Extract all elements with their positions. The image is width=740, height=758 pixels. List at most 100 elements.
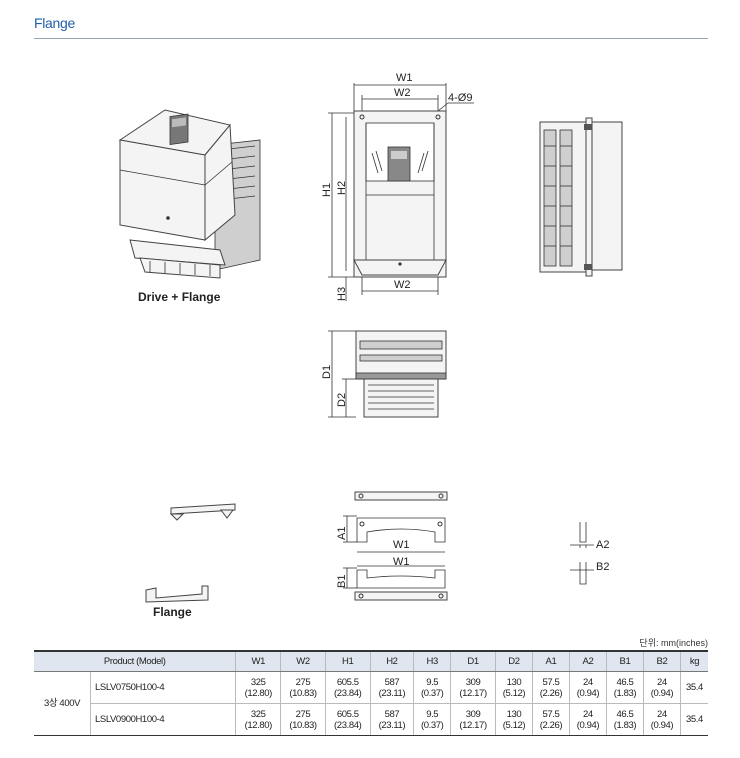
table-cell-value: 35.4	[686, 682, 703, 693]
table-cell-inches: (23.84)	[334, 687, 362, 699]
dim-a1-label: A1	[336, 527, 348, 540]
dim-d1-label: D1	[321, 365, 333, 379]
table-cell-value: 46.5	[616, 708, 634, 720]
table-header-cell: H1	[324, 650, 371, 672]
table-cell-inches: (0.94)	[576, 687, 600, 699]
table-cell-inches: (0.94)	[650, 719, 674, 731]
table-cell-value: 24	[583, 708, 593, 720]
table-cell: 57.5(2.26)	[531, 703, 570, 736]
table-header-cell: H2	[369, 650, 414, 672]
table-header-cell: W2	[280, 650, 326, 672]
dim-h1-label: H1	[321, 183, 333, 197]
table-group-cell: 3상 400V	[34, 671, 91, 736]
table-cell-value: 587	[384, 708, 400, 720]
table-model-cell: LSLV0900H100-4	[89, 703, 236, 736]
dim-h3-label: H3	[336, 287, 348, 301]
table-cell-inches: (5.12)	[502, 687, 526, 699]
table-cell-value: 24	[583, 676, 593, 688]
table-cell: 24(0.94)	[642, 671, 681, 704]
drive-flange-illustration	[118, 109, 261, 279]
table-cell-value: 35.4	[686, 714, 703, 725]
table-cell: 605.5(23.84)	[324, 703, 371, 736]
table-cell: 35.4	[679, 671, 708, 704]
table-cell: 24(0.94)	[642, 703, 681, 736]
table-cell-value: 325	[250, 708, 266, 720]
dim-d2-label: D2	[336, 393, 348, 407]
table-cell: 587(23.11)	[369, 671, 414, 704]
flange-caption: Flange	[153, 605, 192, 619]
table-cell-value: 309	[465, 676, 481, 688]
table-cell-value: 9.5	[426, 708, 439, 720]
table-cell-inches: (10.83)	[289, 719, 317, 731]
table-cell-inches: (0.94)	[650, 687, 674, 699]
table-header-cell: kg	[679, 650, 708, 672]
dim-h2-label: H2	[336, 181, 348, 195]
title-divider	[34, 38, 708, 39]
table-header-cell: D2	[494, 650, 533, 672]
table-cell-value: 130	[506, 708, 522, 720]
flange-part-top-illustration	[169, 503, 236, 521]
table-header-cell: A2	[568, 650, 607, 672]
table-cell: 57.5(2.26)	[531, 671, 570, 704]
table-cell-inches: (23.11)	[378, 719, 406, 731]
dim-w1-flange-b-label: W1	[393, 556, 410, 568]
table-cell-value: 24	[657, 708, 667, 720]
table-cell: 130(5.12)	[494, 703, 533, 736]
table-cell-inches: (5.12)	[502, 719, 526, 731]
table-cell-value: 587	[384, 676, 400, 688]
table-header-cell: A1	[531, 650, 570, 672]
table-cell-value: 130	[506, 676, 522, 688]
table-cell: 325(12.80)	[235, 703, 281, 736]
flange-part-bottom-illustration	[145, 585, 209, 603]
table-cell: 9.5(0.37)	[413, 703, 451, 736]
table-cell-value: 309	[465, 708, 481, 720]
table-cell-inches: (23.84)	[334, 719, 362, 731]
drive-flange-caption: Drive + Flange	[138, 290, 221, 304]
front-view-drawing: W1 W2 4-Ø9 H1 H2 H3 W2	[321, 72, 474, 301]
dim-holes-label: 4-Ø9	[448, 92, 472, 104]
table-cell-value: 9.5	[426, 676, 439, 688]
table-header-row: Product (Model) W1 W2 H1 H2 H3 D1 D2 A1 …	[34, 650, 708, 672]
table-cell: 605.5(23.84)	[324, 671, 371, 704]
table-cell: 9.5(0.37)	[413, 671, 451, 704]
table-header-cell: H3	[413, 650, 451, 672]
dim-w2-label: W2	[394, 87, 411, 99]
table-cell-value: 605.5	[336, 708, 359, 720]
table-cell-value: 275	[295, 708, 311, 720]
table-cell-value: 24	[657, 676, 667, 688]
dim-b2-label: B2	[596, 561, 609, 573]
table-cell: 275(10.83)	[280, 671, 326, 704]
top-view-drawing: D1 D2	[321, 330, 447, 418]
table-header-cell: B2	[642, 650, 681, 672]
table-cell: 130(5.12)	[494, 671, 533, 704]
dim-w1-flange-a-label: W1	[393, 539, 410, 551]
table-cell-inches: (12.17)	[459, 719, 487, 731]
table-cell: 309(12.17)	[450, 703, 496, 736]
table-cell-inches: (2.26)	[539, 687, 563, 699]
table-header-cell: B1	[605, 650, 644, 672]
table-cell: 24(0.94)	[568, 671, 607, 704]
table-cell-inches: (10.83)	[289, 687, 317, 699]
dim-a2-label: A2	[596, 539, 609, 551]
table-cell: 35.4	[679, 703, 708, 736]
table-cell-value: 325	[250, 676, 266, 688]
table-cell-inches: (0.37)	[420, 687, 444, 699]
table-cell-inches: (23.11)	[378, 687, 406, 699]
spec-table: Product (Model) W1 W2 H1 H2 H3 D1 D2 A1 …	[34, 650, 708, 736]
table-cell: 587(23.11)	[369, 703, 414, 736]
flange-section-drawing: A2 B2	[570, 522, 609, 585]
table-cell-value: 57.5	[542, 708, 560, 720]
table-cell-inches: (1.83)	[613, 687, 637, 699]
table-cell-value: 46.5	[616, 676, 634, 688]
side-view-drawing	[539, 117, 623, 277]
table-header-product: Product (Model)	[34, 650, 236, 672]
table-cell-value: 57.5	[542, 676, 560, 688]
table-cell-inches: (12.80)	[244, 719, 273, 731]
table-cell-value: 275	[295, 676, 311, 688]
unit-note: 단위: mm(inches)	[639, 638, 708, 648]
table-cell-inches: (12.17)	[459, 687, 487, 699]
table-cell-inches: (1.83)	[613, 719, 637, 731]
table-cell: 24(0.94)	[568, 703, 607, 736]
table-cell-inches: (2.26)	[539, 719, 563, 731]
